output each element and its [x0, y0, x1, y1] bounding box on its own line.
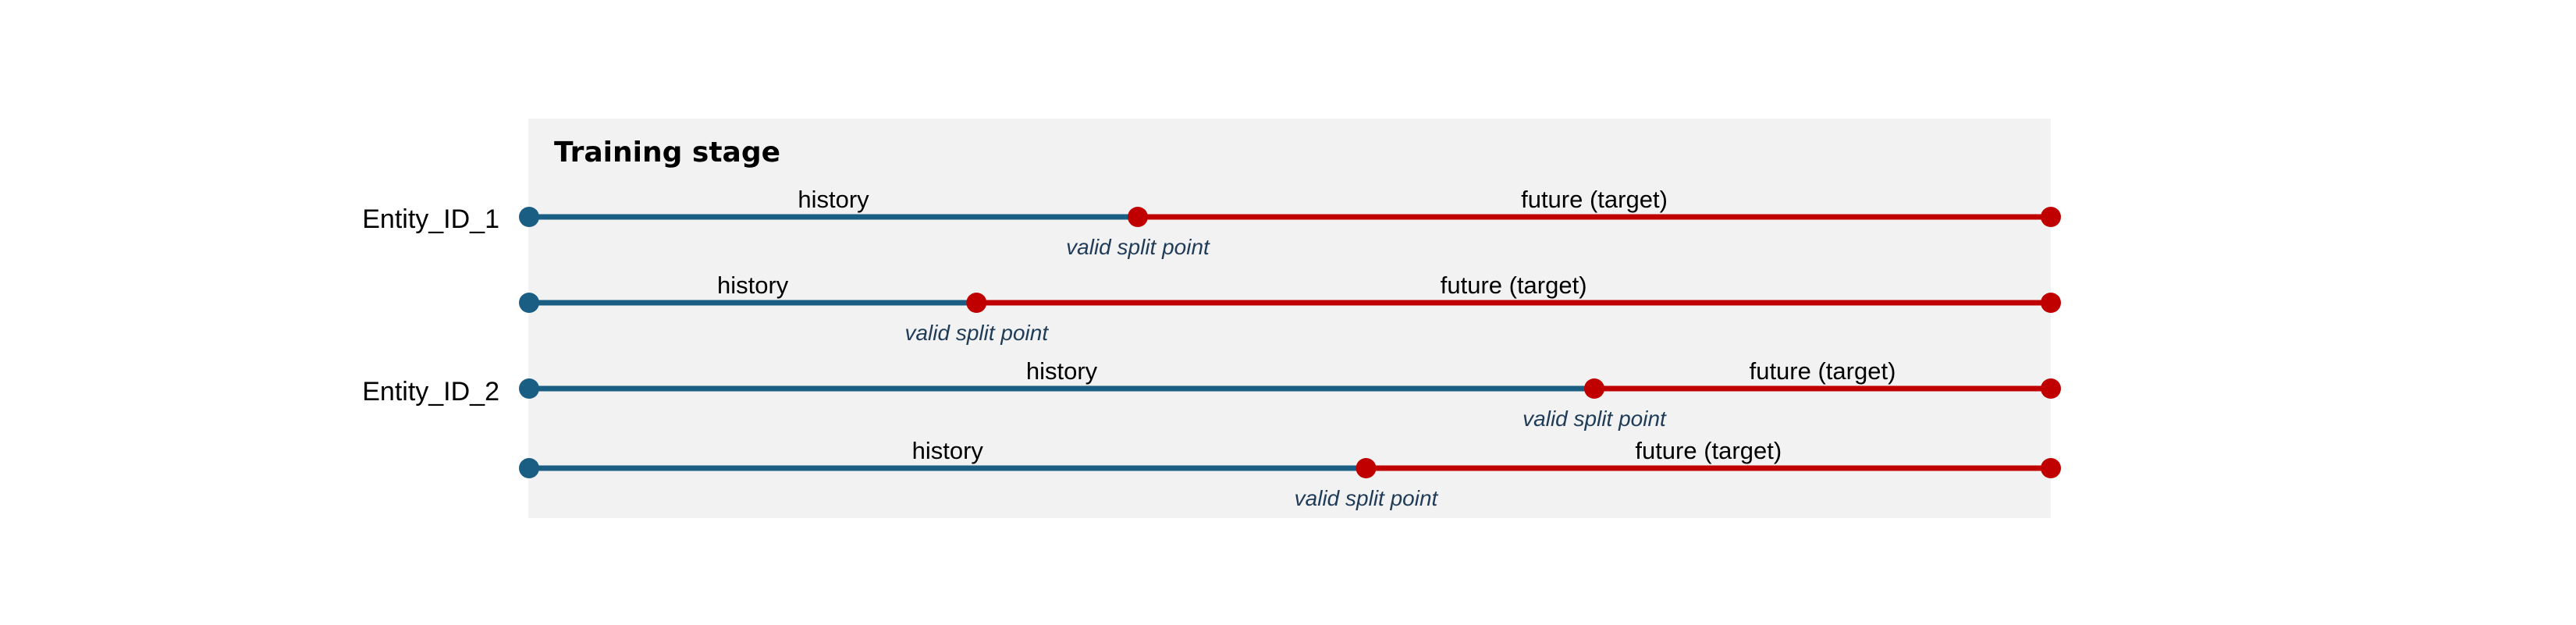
- future-label-4: future (target): [1635, 437, 1782, 464]
- start-point-1: [519, 207, 539, 227]
- history-label-3: history: [1026, 357, 1098, 385]
- start-point-2: [519, 293, 539, 313]
- start-point-4: [519, 458, 539, 478]
- future-label-3: future (target): [1750, 357, 1896, 385]
- training-stage-panel: [528, 119, 2051, 518]
- history-label-1: history: [798, 186, 869, 213]
- split-label-1: valid split point: [1066, 235, 1210, 259]
- end-point-1: [2041, 207, 2061, 227]
- split-label-3: valid split point: [1523, 407, 1667, 431]
- end-point-4: [2041, 458, 2061, 478]
- split-label-4: valid split point: [1295, 486, 1439, 510]
- history-label-2: history: [717, 272, 789, 299]
- split-point-1: [1128, 207, 1148, 227]
- split-point-4: [1356, 458, 1377, 478]
- split-label-2: valid split point: [904, 321, 1049, 345]
- entity-label-2: Entity_ID_2: [362, 377, 499, 407]
- entity-label-1: Entity_ID_1: [362, 204, 499, 234]
- future-label-2: future (target): [1441, 272, 1587, 299]
- end-point-3: [2041, 378, 2061, 399]
- end-point-2: [2041, 293, 2061, 313]
- timeline-rows: history future (target) valid split point h…: [519, 186, 2061, 510]
- stage-title: Training stage: [554, 137, 780, 169]
- history-label-4: history: [912, 437, 984, 464]
- start-point-3: [519, 378, 539, 399]
- split-point-3: [1584, 378, 1604, 399]
- split-point-2: [966, 293, 987, 313]
- future-label-1: future (target): [1521, 186, 1668, 213]
